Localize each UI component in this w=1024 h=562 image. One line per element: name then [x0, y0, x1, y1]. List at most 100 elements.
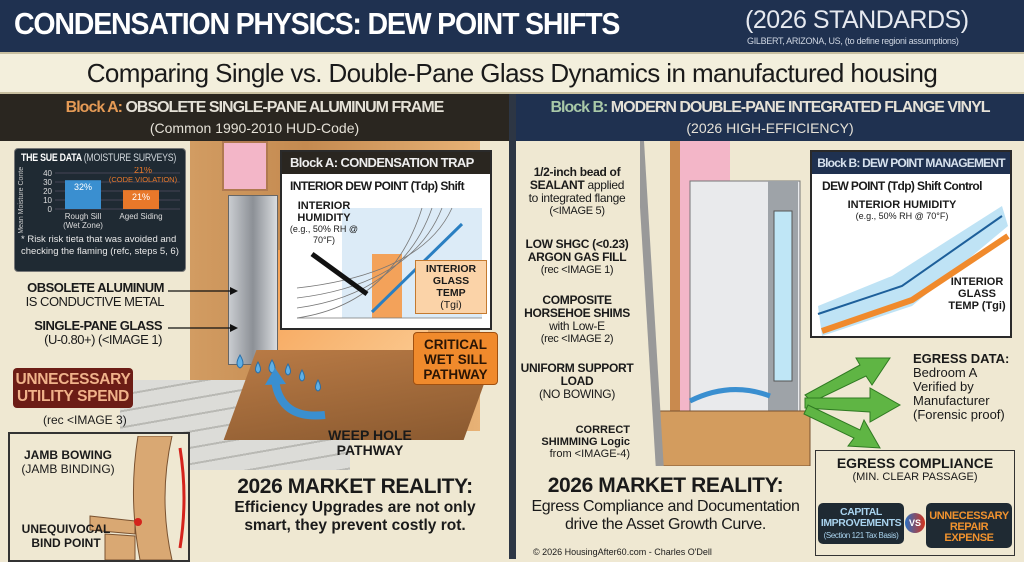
market-b-title: 2026 MARKET REALITY: — [547, 474, 784, 497]
aluminum-label-note: IS CONDUCTIVE METAL — [25, 294, 165, 309]
callout-arrows-icon — [168, 287, 238, 332]
shims-ref: (rec <IMAGE 2) — [540, 333, 614, 345]
sue-ytick: 0 — [48, 205, 53, 214]
egress-compliance-subtitle: (MIN. CLEAR PASSAGE) — [852, 471, 978, 483]
block-a-subtitle: (Common 1990-2010 HUD-Code) — [149, 120, 360, 136]
critical-wet-sill-callout: CRITICAL WET SILL PATHWAY — [413, 332, 498, 385]
shgc-label: LOW SHGC (<0.23) ARGON GAS FILL (rec <IM… — [512, 238, 642, 277]
block-a-prefix: Block A: — [65, 99, 123, 116]
block-b-title-text: MODERN DOUBLE-PANE INTEGRATED FLANGE VIN… — [610, 99, 991, 116]
trap-glass-text: INTERIOR GLASS TEMP — [425, 263, 477, 299]
vs-badge: VS — [905, 513, 925, 533]
market-reality-b: 2026 MARKET REALITY: Egress Compliance a… — [516, 474, 815, 534]
block-b-subtitle: (2026 HIGH-EFFICIENCY) — [686, 120, 854, 136]
argon-text: ARGON GAS FILL — [527, 250, 627, 264]
shims-lowe: with Low-E — [549, 319, 605, 333]
market-a-body: Efficiency Upgrades are not only smart, … — [234, 499, 476, 534]
sue-annotation2: (CODE VIOLATION) — [109, 175, 178, 184]
egress-data-label: EGRESS DATA: Bedroom A Verified by Manuf… — [913, 352, 1021, 422]
block-b-header: Block B: MODERN DOUBLE-PANE INTEGRATED F… — [516, 94, 1024, 141]
single-pane-note: (U-0.80+) (<IMAGE 1) — [44, 332, 162, 347]
unnecessary-utility-spend-badge: UNNECESSARY UTILITY SPEND — [13, 368, 133, 408]
repair-expense-box: UNNECESSARY REPAIR EXPENSE — [926, 503, 1012, 548]
sue-bar — [65, 180, 101, 209]
sue-bar-label: Rough Sill — [65, 212, 102, 221]
sue-note: * Risk risk tieta that was avoided and c… — [21, 234, 179, 257]
shims-text: COMPOSITE HORSEHOE SHIMS — [524, 293, 630, 320]
sue-ytick: 30 — [43, 178, 52, 187]
sealant-line3: applied — [587, 178, 625, 192]
sue-bar-value: 32% — [74, 182, 92, 192]
copyright: © 2026 HousingAfter60.com - Charles O'De… — [533, 547, 712, 557]
insulation-illustration — [222, 141, 268, 191]
location-note: GILBERT, ARIZONA, US, (to define regioni… — [747, 36, 959, 46]
uniform-text: UNIFORM SUPPORT LOAD — [520, 361, 634, 388]
sealant-label: 1/2-inch bead of SEALANT applied to inte… — [512, 166, 642, 218]
header-bar: CONDENSATION PHYSICS: DEW POINT SHIFTS (… — [0, 0, 1024, 52]
sue-ylabel: Mean Moisture Content (%) — [18, 167, 25, 233]
condensation-trap-panel: Block A: CONDENSATION TRAP INTERIOR DEW … — [280, 150, 492, 330]
dew-title: Block B: DEW POINT MANAGEMENT — [812, 152, 1010, 174]
dew-point-management-panel: Block B: DEW POINT MANAGEMENT DEW POINT … — [810, 150, 1012, 338]
sue-bar-value: 21% — [132, 192, 150, 202]
sue-ytick: 10 — [43, 196, 52, 205]
sue-data-panel: THE SUE DATA (MOISTURE SURVEYS) Mean Moi… — [14, 148, 186, 272]
dew-humidity-note: (e.g., 50% RH @ 70°F) — [855, 211, 949, 221]
sue-bar — [123, 190, 159, 209]
dew-subtitle: DEW POINT (Tdp) Shift Control — [822, 179, 983, 193]
bow-arrow-icon — [178, 447, 186, 549]
egress-data-title: EGRESS DATA: — [913, 351, 1010, 366]
double-pane-window-illustration — [640, 141, 811, 466]
bowed-jamb-illustration — [89, 436, 186, 560]
sealant-line1: 1/2-inch bead of — [533, 165, 621, 179]
trap-subtitle: INTERIOR DEW POINT (Tdp) Shift — [290, 179, 465, 193]
correct-logic: SHIMMING Logic — [541, 436, 630, 448]
sue-ytick: 20 — [43, 187, 52, 196]
sealant-ref: (<IMAGE 5) — [549, 205, 605, 217]
water-droplets-icon — [236, 354, 326, 420]
egress-arrows-icon — [803, 357, 902, 449]
sue-bar-label2: (Wet Zone) — [63, 221, 103, 230]
block-b-title: Block B: MODERN DOUBLE-PANE INTEGRATED F… — [516, 99, 1024, 117]
uniform-support-label: UNIFORM SUPPORT LOAD (NO BOWING) — [512, 362, 642, 401]
single-pane-label: SINGLE-PANE GLASS(U-0.80+) (<IMAGE 1) — [2, 319, 162, 347]
weep-hole-label: WEEP HOLE PATHWAY — [328, 427, 412, 458]
capital-improvements-text: CAPITAL IMPROVEMENTS — [820, 506, 902, 529]
capital-improvements-box: CAPITAL IMPROVEMENTS(Section 121 Tax Bas… — [818, 503, 904, 544]
jamb-label: JAMB BOWING(JAMB BINDING) — [18, 448, 118, 476]
correct-ref: from <IMAGE-4) — [549, 448, 630, 460]
jamb-bowing-panel: JAMB BOWING(JAMB BINDING) UNEQUIVOCAL BI… — [8, 432, 190, 562]
shgc-text: LOW SHGC (<0.23) — [525, 237, 629, 251]
humidity-line — [817, 215, 1003, 315]
sue-annotation: 21% — [134, 167, 152, 175]
glass-temp-line — [821, 233, 1010, 334]
utility-ref: (rec <IMAGE 3) — [43, 413, 127, 427]
jamb-label-note: (JAMB BINDING) — [21, 462, 115, 476]
argon-ref: (rec <IMAGE 1) — [540, 264, 614, 276]
market-a-title: 2026 MARKET REALITY: — [237, 475, 473, 498]
egress-data-body: Bedroom A Verified by Manufacturer (Fore… — [913, 365, 1005, 422]
block-a-header: Block A: OBSOLETE SINGLE-PANE ALUMINUM F… — [0, 94, 509, 141]
correct-text: CORRECT — [575, 424, 630, 436]
uniform-note: (NO BOWING) — [538, 387, 616, 401]
dew-humidity-text: INTERIOR HUMIDITY — [847, 199, 957, 211]
trap-glass-symbol: (Tgi) — [440, 299, 462, 311]
page-title: CONDENSATION PHYSICS: DEW POINT SHIFTS — [14, 6, 620, 41]
humidity-arrow-icon — [310, 251, 369, 297]
aluminum-label-title: OBSOLETE ALUMINUM — [27, 280, 164, 295]
standards-label: (2026 STANDARDS) — [745, 6, 969, 34]
trap-glass-label: INTERIOR GLASS TEMP(Tgi) — [415, 260, 487, 314]
egress-compliance-title: EGRESS COMPLIANCE — [836, 455, 994, 471]
trap-humidity-note: (e.g., 50% RH @ 70°F) — [289, 224, 359, 245]
trap-humidity-label: INTERIOR HUMIDITY(e.g., 50% RH @ 70°F) — [288, 200, 360, 246]
market-b-body: Egress Compliance and Documentation driv… — [531, 498, 800, 533]
sealant-line4: to integrated flange — [528, 191, 626, 205]
sue-ytick: 40 — [43, 169, 52, 178]
block-a-title: Block A: OBSOLETE SINGLE-PANE ALUMINUM F… — [0, 99, 509, 117]
market-reality-a: 2026 MARKET REALITY: Efficiency Upgrades… — [222, 475, 488, 535]
correct-shimming-label: CORRECT SHIMMING Logic from <IMAGE-4) — [522, 424, 630, 460]
trap-title: Block A: CONDENSATION TRAP — [282, 152, 490, 174]
weep-arrow-icon — [271, 379, 326, 420]
